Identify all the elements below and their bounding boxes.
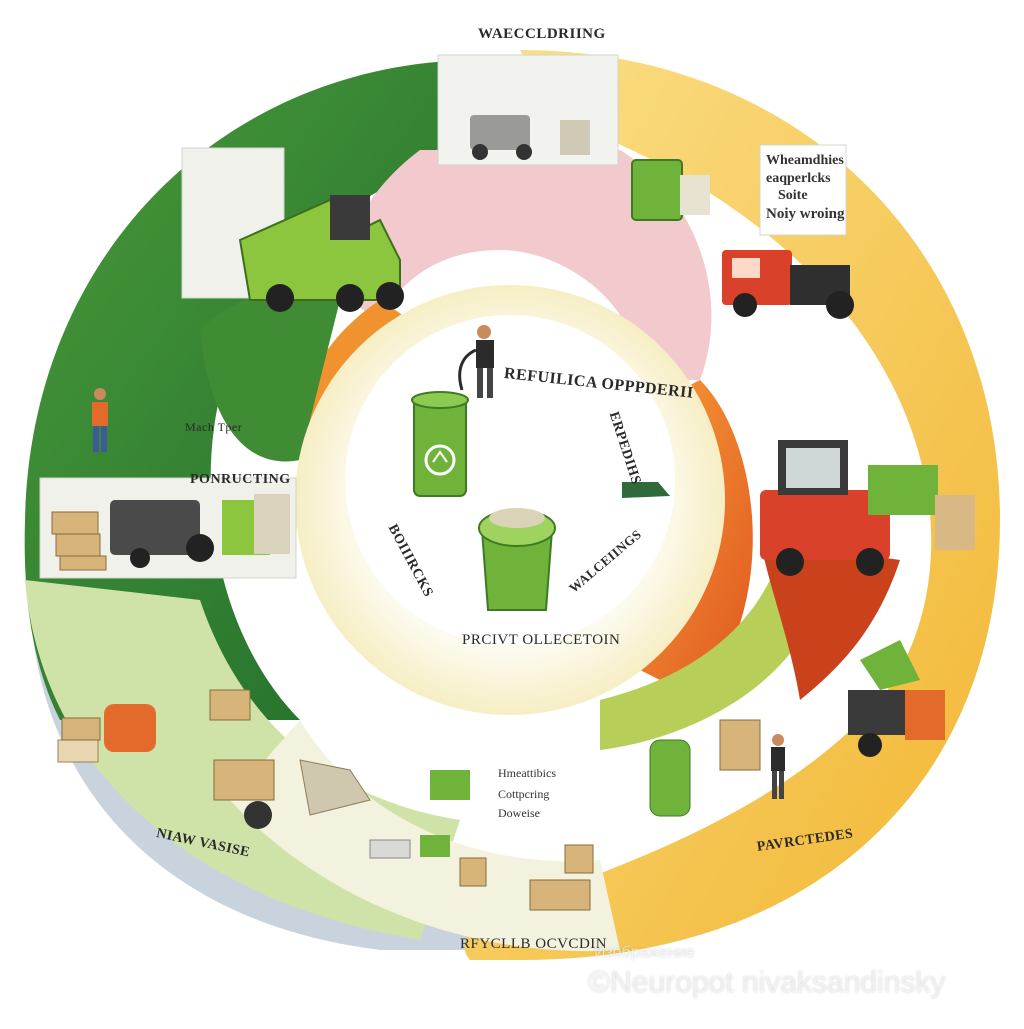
note-top-right-line1: Wheamdhies: [766, 153, 844, 168]
label-center-bottom: PRCIVT OLLECETOIN: [462, 632, 621, 648]
note-bottom-line1: Hmeattibics: [498, 766, 556, 780]
box-pile-icon: [51, 494, 290, 571]
note-bottom-line2: Cottpcring: [498, 787, 550, 801]
watermark-line1: Изображение: [594, 944, 695, 961]
note-bottom: Hmeattibics Cottpcring Doweise: [498, 766, 556, 821]
bin-bottom-right-icon: [649, 640, 945, 817]
forklift-icon: [760, 440, 975, 576]
arrow-icon: [622, 482, 670, 498]
note-bottom-line3: Doweise: [498, 806, 540, 820]
garbage-truck-icon: [238, 195, 404, 312]
band-lime-lower: [600, 580, 800, 750]
label-top: WAECCLDRIING: [478, 26, 606, 42]
sweeper-machine-icon: [470, 115, 590, 160]
garbage-truck-red-icon: [722, 250, 854, 319]
worker-left-icon: [92, 388, 108, 452]
label-bottom: RFYCLLB OCVCDIN: [460, 936, 608, 952]
note-left: Mach Tper: [185, 420, 243, 434]
note-top-right-line2: eaqperlcks: [766, 170, 831, 186]
small-machine-icon: [369, 770, 594, 911]
note-top-right-line3: Soite: [778, 188, 808, 203]
label-left: PONRUCTING: [190, 472, 291, 487]
band-pink-top: [330, 150, 712, 380]
outer-rim-grey: [29, 560, 601, 950]
card-top-right: [759, 144, 847, 236]
compost-bin-icon: [478, 508, 556, 611]
note-top-right-line4: Noiy wroing: [766, 205, 845, 222]
worker-icon: [458, 325, 494, 398]
recycling-bin-icon: [411, 391, 469, 497]
wedge-red-right: [760, 540, 900, 700]
green-bin-icon: [631, 159, 710, 221]
band-green-inner: [200, 290, 340, 462]
note-top-right: Wheamdhies eaqperlcks Soite Noiy wroing: [766, 152, 844, 223]
box-pile-bottom-left-icon: [57, 689, 371, 829]
watermark-line2: ©Neuropot nivaksandinsky: [588, 966, 946, 999]
